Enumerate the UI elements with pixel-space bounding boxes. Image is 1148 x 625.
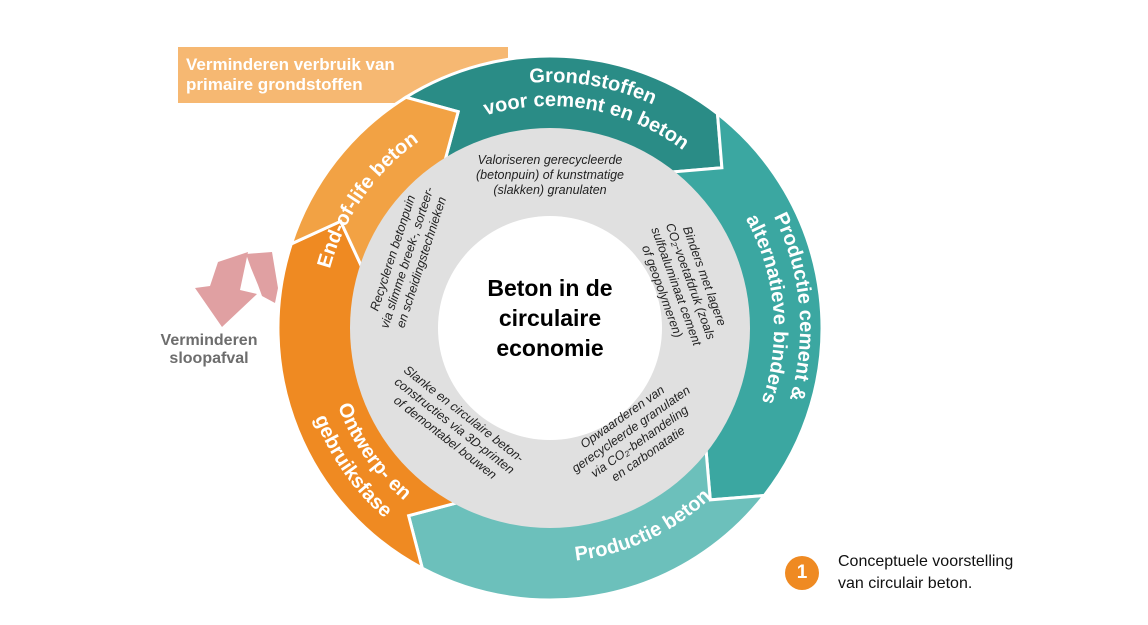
center-title-line-1: Beton in de (487, 275, 612, 301)
center-title-line-2: circulaire (499, 305, 601, 331)
figure-number-badge: 1 (785, 556, 819, 590)
strategy-line: (betonpuin) of kunstmatige (476, 168, 624, 182)
caption-line-1: Conceptuele voorstelling (838, 553, 1014, 570)
caption-line-2: van circulair beton. (838, 575, 973, 592)
strategy-valoriseren: Valoriseren gerecycleerde (betonpuin) of… (476, 153, 624, 197)
banner-line-2: primaire grondstoffen (186, 75, 363, 94)
banner-line-1: Verminderen verbruik van (186, 55, 395, 74)
waste-line-2: sloopafval (169, 350, 248, 367)
center-circle (438, 216, 662, 440)
reduce-waste-arrow-icon (195, 252, 278, 327)
strategy-line: (slakken) granulaten (493, 183, 606, 197)
waste-line-1: Verminderen (161, 332, 258, 349)
center-title-line-3: economie (496, 335, 603, 361)
strategy-line: Valoriseren gerecycleerde (478, 153, 623, 167)
figure-caption: Conceptuele voorstelling van circulair b… (838, 551, 1013, 595)
